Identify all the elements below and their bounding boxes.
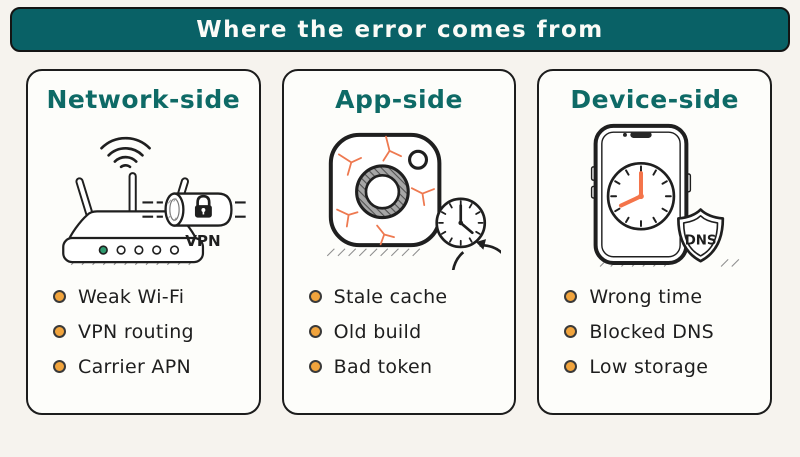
app-icon — [328, 132, 442, 248]
card-device-title: Device-side — [570, 85, 739, 114]
bullet-dot-icon — [308, 290, 322, 303]
list-item: Old build — [308, 314, 502, 349]
clock-hands — [619, 171, 644, 208]
bullet-dot-icon — [564, 325, 578, 338]
clock-hands — [459, 204, 474, 235]
list-item: Wrong time — [564, 279, 757, 314]
bullet-dot-icon — [308, 325, 322, 338]
refresh-arrowhead — [475, 239, 486, 250]
bullet-dot-icon — [53, 360, 66, 373]
page-title: Where the error comes from — [196, 16, 604, 43]
list-item-label: Low storage — [589, 355, 709, 378]
refresh-clock-icon — [435, 197, 502, 270]
list-item-label: VPN routing — [78, 320, 194, 343]
phone-clock-dns-shield-icon: DNS — [591, 123, 740, 267]
bullet-dot-icon — [53, 325, 66, 338]
network-causes-list: Weak Wi-Fi VPN routing Carrier APN — [41, 279, 246, 384]
list-item-label: Blocked DNS — [589, 320, 715, 343]
phone-icon — [591, 123, 692, 265]
card-device-side: Device-side — [537, 69, 773, 415]
list-item: Low storage — [564, 349, 757, 384]
card-network-title: Network-side — [46, 85, 241, 114]
bullet-dot-icon — [564, 290, 578, 303]
list-item-label: Wrong time — [589, 285, 703, 308]
crack-marks — [335, 135, 435, 246]
dns-label: DNS — [685, 233, 717, 248]
padlock-icon — [194, 194, 212, 218]
vpn-tunnel-icon: VPN — [164, 192, 233, 250]
bullet-dot-icon — [53, 290, 66, 303]
clock-icon — [607, 161, 676, 231]
list-item-label: Old build — [333, 320, 422, 343]
list-item-label: Bad token — [333, 355, 433, 378]
list-item-label: Carrier APN — [78, 355, 191, 378]
device-causes-list: Wrong time Blocked DNS Low storage — [552, 279, 757, 384]
ground-hatch — [326, 248, 420, 257]
list-item: Bad token — [308, 349, 502, 384]
list-item: Stale cache — [308, 279, 502, 314]
list-item: Blocked DNS — [564, 314, 757, 349]
router-wifi-vpn-tunnel-icon: VPN — [62, 136, 246, 266]
dns-shield-icon: DNS — [677, 208, 725, 263]
card-network-side: Network-side — [26, 69, 261, 415]
list-item: Weak Wi-Fi — [53, 279, 246, 314]
clock-ticks — [610, 165, 673, 228]
tunnel-dashes — [142, 201, 246, 218]
wifi-arcs-icon — [100, 136, 151, 169]
list-item: Carrier APN — [53, 349, 246, 384]
camera-flash-dot — [407, 149, 428, 170]
camera-lens-inner — [364, 173, 400, 210]
router-status-leds — [98, 245, 180, 255]
refresh-arrow — [451, 244, 502, 270]
card-app-title: App-side — [335, 85, 463, 114]
vpn-label: VPN — [185, 232, 220, 250]
list-item: VPN routing — [53, 314, 246, 349]
list-item-label: Stale cache — [333, 285, 448, 308]
bullet-dot-icon — [308, 360, 322, 373]
cards-row: Network-side — [0, 52, 800, 415]
phone-notch — [630, 131, 653, 138]
card-app-side: App-side — [281, 69, 517, 415]
title-banner: Where the error comes from — [10, 7, 790, 52]
list-item-label: Weak Wi-Fi — [78, 285, 185, 308]
bullet-dot-icon — [564, 360, 578, 373]
clock-ticks — [437, 200, 484, 246]
app-causes-list: Stale cache Old build Bad token — [297, 279, 502, 384]
cracked-app-refresh-clock-icon — [326, 132, 502, 270]
